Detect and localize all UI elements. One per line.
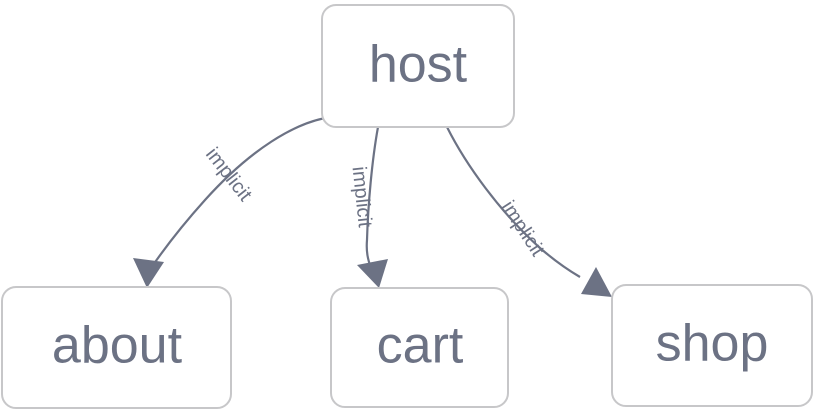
node-cart-box bbox=[330, 287, 509, 408]
edge-host-shop-path bbox=[446, 126, 581, 278]
node-about-label: about bbox=[52, 317, 183, 375]
edge-host-cart-path bbox=[365, 126, 380, 269]
node-host-label: host bbox=[369, 36, 468, 94]
edge-host-shop[interactable]: implicit bbox=[446, 126, 612, 297]
node-cart-label: cart bbox=[377, 317, 464, 375]
node-shop-box bbox=[611, 284, 813, 407]
edge-host-shop-label: implicit bbox=[497, 197, 549, 261]
edge-host-shop-arrowhead bbox=[581, 267, 612, 297]
node-host-box bbox=[321, 4, 515, 128]
edge-host-cart[interactable]: implicit bbox=[348, 126, 388, 288]
edge-host-about[interactable]: implicit bbox=[133, 115, 332, 288]
edge-host-about-path bbox=[150, 115, 332, 269]
node-cart[interactable]: cart bbox=[330, 287, 509, 408]
node-host[interactable]: host bbox=[321, 4, 515, 128]
node-shop[interactable]: shop bbox=[611, 284, 813, 407]
node-shop-label: shop bbox=[656, 315, 769, 373]
edge-host-about-arrowhead bbox=[133, 258, 164, 288]
node-about-box bbox=[1, 286, 232, 409]
edge-host-cart-arrowhead bbox=[357, 259, 388, 288]
node-about[interactable]: about bbox=[1, 286, 232, 409]
